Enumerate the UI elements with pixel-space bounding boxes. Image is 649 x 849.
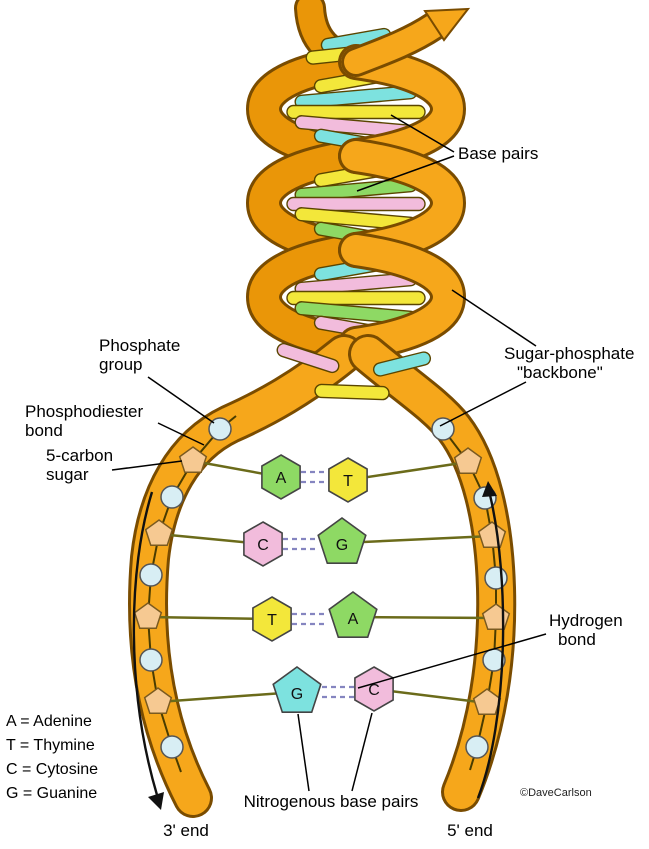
legend-adenine: A = Adenine: [6, 713, 92, 730]
phosphate-circle: [139, 563, 163, 587]
text-labels: Base pairs Phosphate group Phosphodieste…: [6, 144, 634, 840]
phosphate-circle: [160, 735, 184, 759]
base-letter: T: [267, 612, 277, 629]
label-credit: ©DaveCarlson: [520, 787, 592, 799]
base-letter: A: [276, 470, 287, 487]
label-hydrogen-bond-line2: bond: [558, 630, 596, 649]
base-pair-rod: [276, 342, 340, 374]
direction-arrow-left: [132, 491, 159, 796]
nitrogenous-bases: A T C G T A G C: [243, 454, 394, 714]
helix-back-strand: [245, 0, 374, 362]
label-5-carbon-sugar-line1: 5-carbon: [46, 446, 113, 465]
phosphate-circle: [160, 485, 184, 509]
backbone-ribbon-left: [131, 337, 361, 815]
leader-base-pairs-1: [390, 114, 455, 153]
legend-cytosine: C = Cytosine: [6, 761, 98, 778]
helix-front-strand: [338, 11, 467, 362]
leader-base-pairs-2: [356, 155, 455, 192]
base-pair-rod: [286, 196, 426, 212]
phosphate-circle: [139, 648, 163, 672]
label-sugar-phosphate-backbone-line2: "backbone": [517, 363, 603, 382]
hydrogen-bond-dashes: [283, 470, 354, 699]
direction-arrow-right: [476, 494, 505, 799]
leader-hydrogen-bond: [357, 633, 547, 689]
label-phosphate-group-line1: Phosphate: [99, 336, 180, 355]
legend-thymine: T = Thymine: [6, 737, 95, 754]
label-5-carbon-sugar-line2: sugar: [46, 465, 89, 484]
direction-arrow-right-head: [482, 481, 497, 497]
leader-5-carbon-sugar: [111, 460, 183, 471]
left-strand-units: [133, 417, 232, 759]
direction-arrows: [132, 481, 505, 810]
label-sugar-phosphate-backbone-line1: Sugar-phosphate: [504, 344, 634, 363]
label-phosphodiester-bond-line2: bond: [25, 421, 63, 440]
base-letter: G: [336, 537, 348, 554]
base-pair-rod: [314, 383, 390, 401]
phosphate-circle: [465, 735, 489, 759]
label-nitrogenous-base-pairs: Nitrogenous base pairs: [244, 792, 419, 811]
leader-nitrogenous-2: [351, 712, 373, 792]
unwound-ladder: A T C G T A G C: [128, 334, 517, 818]
base-letter: A: [348, 611, 359, 628]
leader-lines: [111, 114, 547, 792]
legend-guanine: G = Guanine: [6, 785, 97, 802]
base-letter: C: [368, 682, 380, 699]
leader-backbone-upper: [451, 289, 537, 347]
label-5-prime-end: 5' end: [447, 821, 493, 840]
phosphate-circle: [431, 417, 455, 441]
base-letter: C: [257, 537, 269, 554]
direction-arrow-left-head: [148, 792, 164, 810]
leader-backbone-lower: [439, 381, 527, 427]
base-letter: G: [291, 686, 303, 703]
base-letter: T: [343, 473, 353, 490]
label-phosphodiester-bond-line1: Phosphodiester: [25, 402, 143, 421]
base-pair-rod: [286, 104, 426, 120]
label-3-prime-end: 3' end: [163, 821, 209, 840]
phosphate-circle: [208, 417, 232, 441]
label-hydrogen-bond-line1: Hydrogen: [549, 611, 623, 630]
base-pair-rod: [286, 290, 426, 306]
phosphate-circle: [484, 566, 508, 590]
label-phosphate-group-line2: group: [99, 355, 142, 374]
base-pair-rod: [372, 351, 432, 377]
leader-nitrogenous-1: [297, 713, 310, 792]
leader-phosphate-group: [147, 376, 215, 424]
helix-top-arrowhead: [423, 7, 471, 42]
label-base-pairs: Base pairs: [458, 144, 538, 163]
double-helix: [245, 0, 471, 362]
base-sugar-bonds: [147, 459, 497, 705]
leader-phosphodiester-bond: [157, 422, 205, 446]
